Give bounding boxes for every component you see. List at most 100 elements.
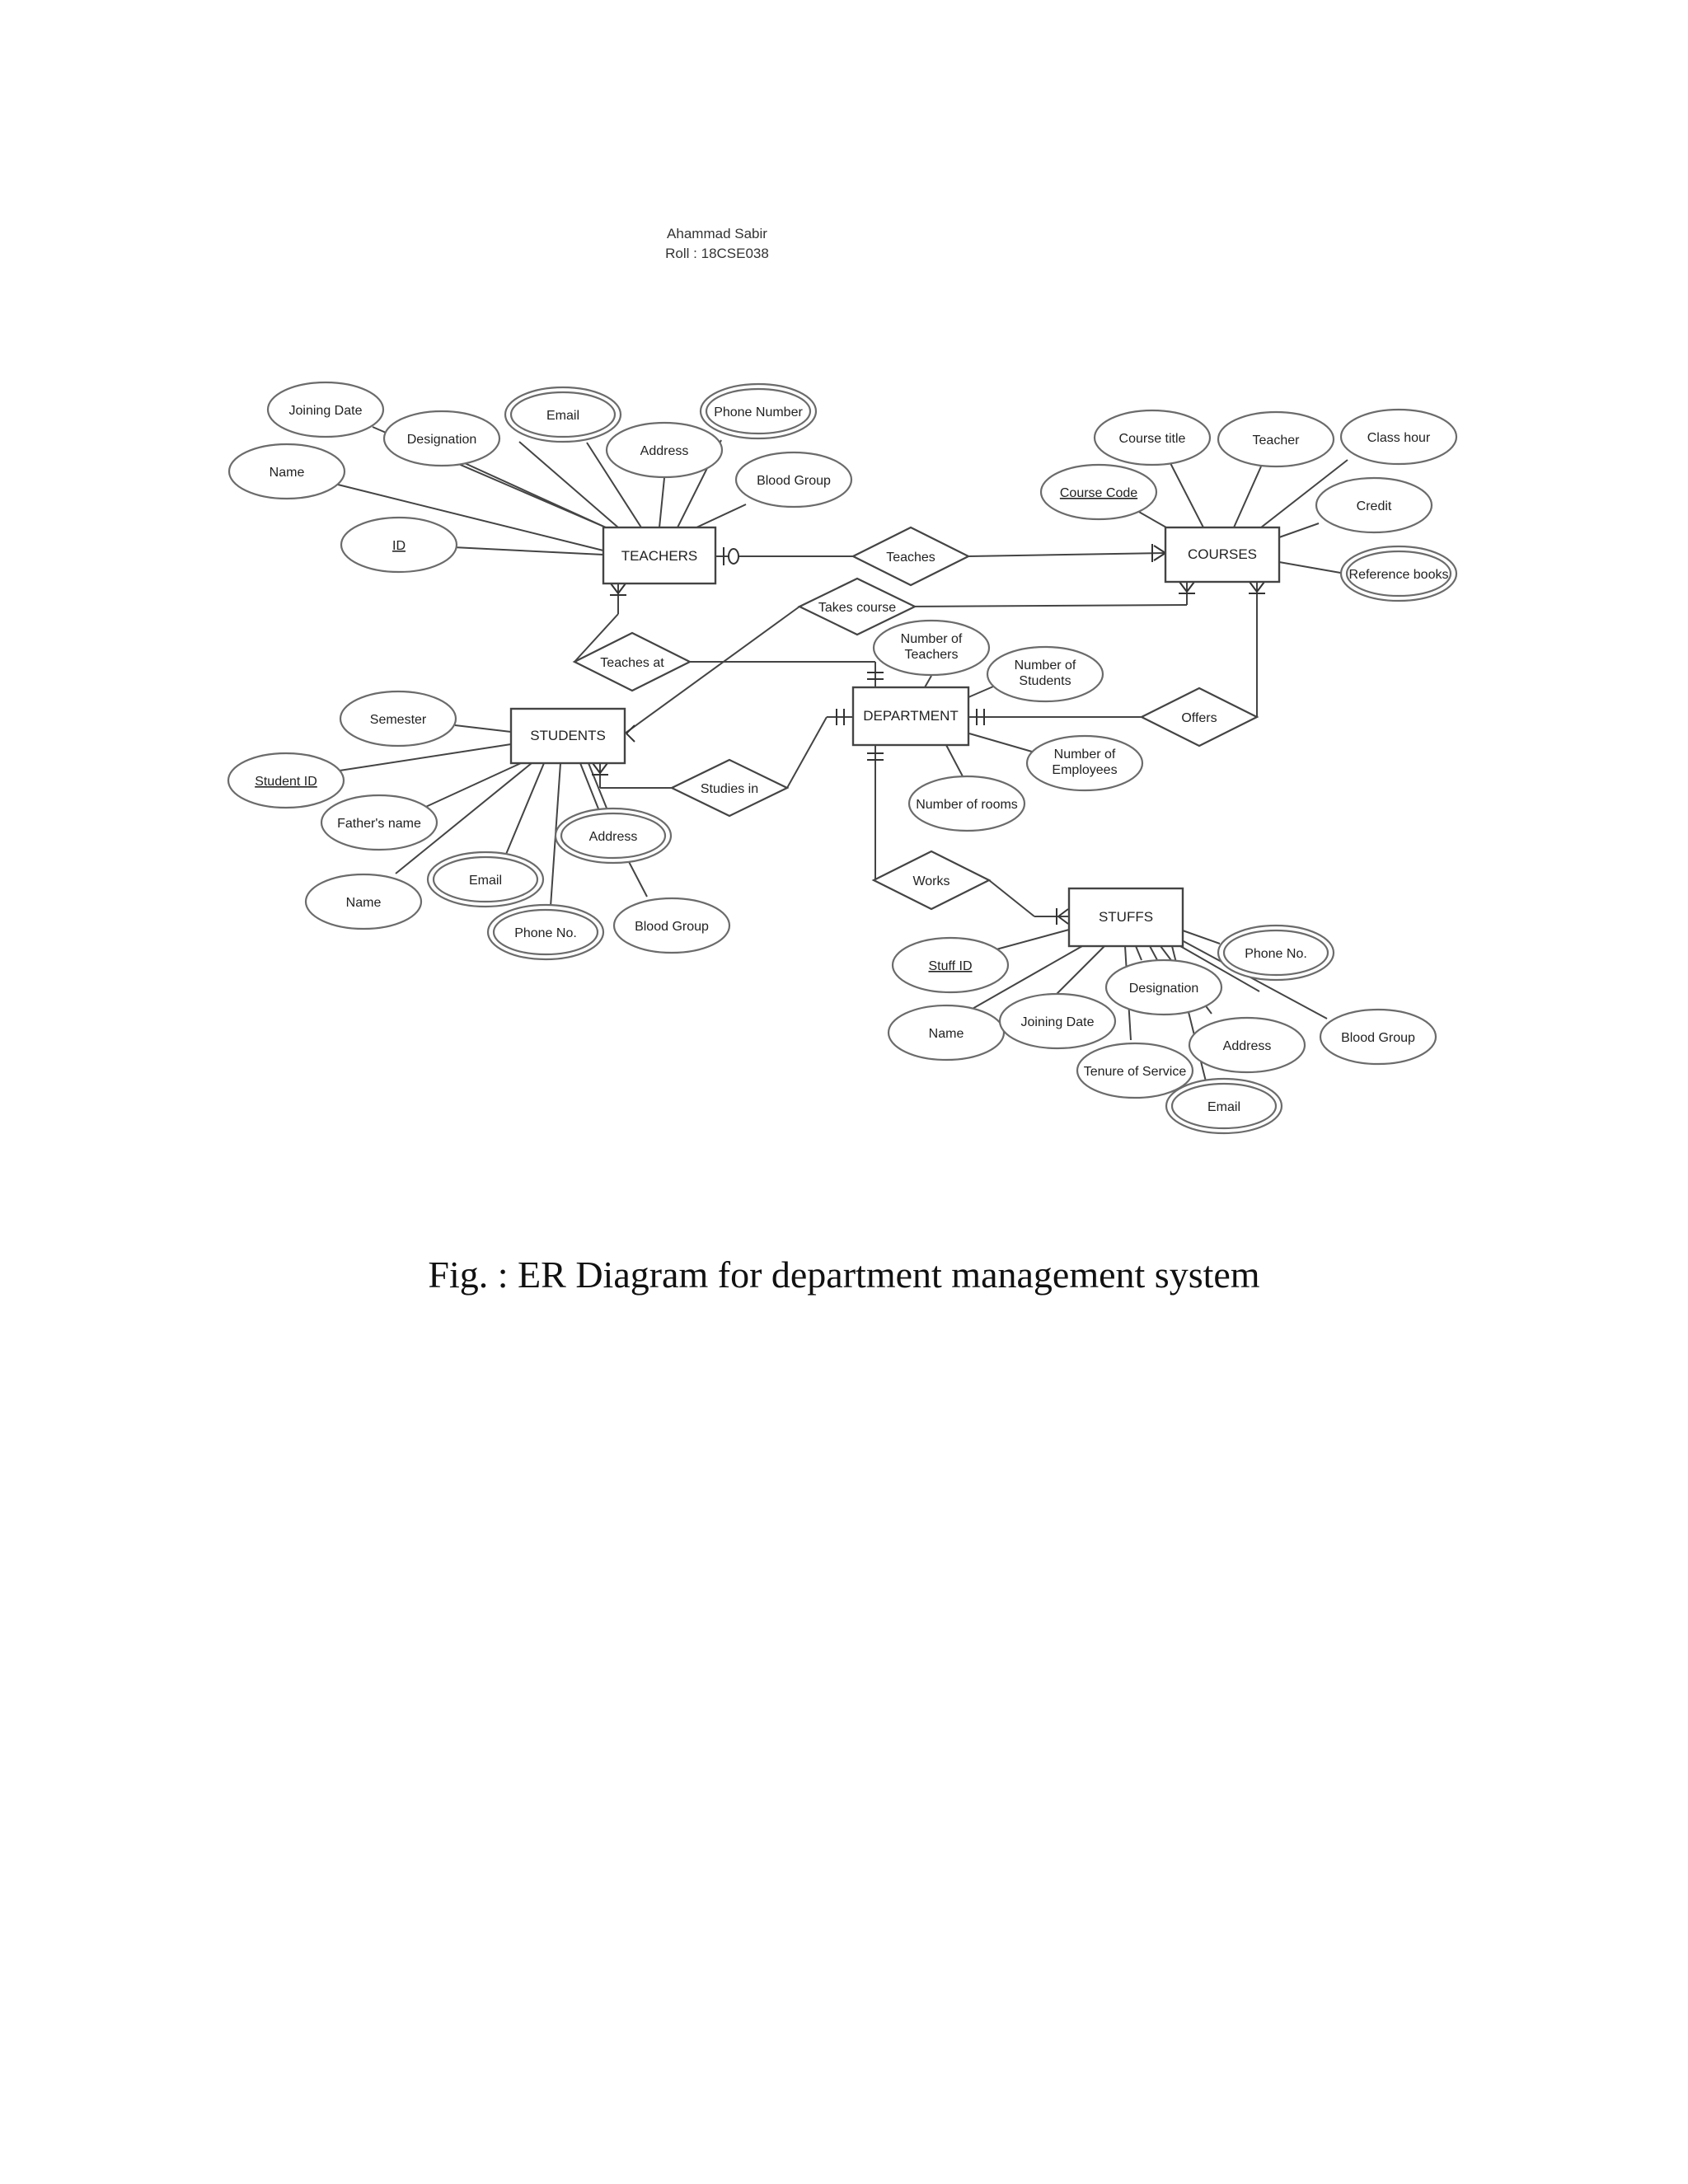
svg-text:Father's name: Father's name — [337, 817, 421, 831]
svg-text:Email: Email — [469, 874, 502, 888]
attr-stuffs-tenure-of-service: Tenure of Service — [1076, 1042, 1194, 1099]
teachers-attributes: Joining Date Designation Email Phone Num… — [227, 381, 853, 574]
attr-students-fathers-name: Father's name — [320, 794, 438, 851]
cardinality-marks — [592, 544, 1265, 925]
svg-text:STUDENTS: STUDENTS — [530, 728, 606, 743]
svg-text:Tenure of Service: Tenure of Service — [1084, 1065, 1187, 1079]
entity-courses: COURSES — [1164, 526, 1281, 583]
svg-text:Teacher: Teacher — [1253, 434, 1301, 448]
svg-text:Works: Works — [912, 874, 950, 888]
svg-text:Designation: Designation — [1129, 982, 1199, 996]
svg-text:Name: Name — [346, 896, 382, 910]
svg-text:Student ID: Student ID — [255, 775, 317, 789]
svg-text:Reference books: Reference books — [1349, 568, 1449, 582]
svg-text:TEACHERS: TEACHERS — [621, 548, 698, 564]
attr-teachers-name: Name — [227, 443, 346, 500]
attr-students-phone-no: Phone No. — [486, 903, 605, 961]
entities: TEACHERS COURSES STUDENTS DEPARTMENT STU… — [509, 526, 1281, 948]
attr-stuffs-email: Email — [1165, 1077, 1283, 1135]
svg-text:Teaches at: Teaches at — [600, 656, 664, 670]
entity-department: DEPARTMENT — [851, 686, 970, 747]
svg-text:Phone No.: Phone No. — [514, 926, 577, 940]
svg-text:ID: ID — [392, 539, 406, 553]
attr-stuffs-designation: Designation — [1104, 958, 1223, 1016]
svg-text:Email: Email — [1207, 1100, 1240, 1114]
attr-teachers-blood-group: Blood Group — [734, 451, 853, 509]
svg-text:Address: Address — [1223, 1039, 1272, 1053]
svg-text:Name: Name — [929, 1027, 964, 1041]
svg-text:Joining Date: Joining Date — [289, 404, 363, 418]
svg-text:Phone No.: Phone No. — [1245, 947, 1307, 961]
svg-text:Joining Date: Joining Date — [1021, 1015, 1095, 1029]
attr-teachers-designation: Designation — [382, 410, 501, 467]
svg-text:Blood Group: Blood Group — [757, 474, 831, 488]
author-name: Ahammad Sabir — [667, 226, 767, 241]
attr-courses-reference-books: Reference books — [1339, 545, 1458, 602]
attr-stuffs-joining-date: Joining Date — [998, 992, 1117, 1050]
svg-text:Semester: Semester — [370, 713, 427, 727]
svg-text:Takes course: Takes course — [818, 601, 896, 615]
svg-text:Email: Email — [546, 409, 579, 423]
svg-text:Offers: Offers — [1181, 711, 1217, 725]
attr-courses-class-hour: Class hour — [1339, 408, 1458, 466]
attr-students-student-id: Student ID — [227, 752, 345, 809]
svg-text:Number of rooms: Number of rooms — [916, 798, 1018, 812]
rel-works: Works — [871, 850, 992, 911]
figure-caption: Fig. : ER Diagram for department managem… — [428, 1254, 1260, 1296]
svg-text:Address: Address — [589, 830, 638, 844]
rel-teaches-at: Teaches at — [572, 631, 692, 692]
svg-text:Teaches: Teaches — [886, 551, 935, 565]
svg-text:Blood Group: Blood Group — [635, 920, 709, 934]
svg-text:Course title: Course title — [1119, 432, 1186, 446]
attr-students-name: Name — [304, 873, 423, 930]
students-attributes: Semester Student ID Father's name Addres… — [227, 690, 731, 961]
svg-text:Class hour: Class hour — [1367, 431, 1431, 445]
attr-stuffs-name: Name — [887, 1004, 1006, 1062]
attr-stuffs-phone-no: Phone No. — [1217, 924, 1335, 982]
svg-text:Name: Name — [270, 466, 305, 480]
attr-courses-course-code: Course Code — [1039, 463, 1158, 521]
attr-students-blood-group: Blood Group — [612, 897, 731, 954]
attr-students-semester: Semester — [339, 690, 457, 748]
author-block: Ahammad Sabir Roll : 18CSE038 — [577, 224, 857, 264]
attr-courses-credit: Credit — [1315, 476, 1433, 534]
svg-text:Address: Address — [640, 444, 689, 458]
courses-attributes: Course title Teacher Class hour Course C… — [1039, 408, 1458, 602]
attr-stuffs-blood-group: Blood Group — [1319, 1008, 1437, 1066]
rel-teaches: Teaches — [851, 526, 971, 587]
svg-text:COURSES: COURSES — [1188, 546, 1257, 562]
rel-takes-course: Takes course — [797, 577, 917, 636]
attr-courses-teacher: Teacher — [1217, 410, 1335, 468]
svg-text:Studies in: Studies in — [701, 782, 758, 796]
attr-students-address: Address — [554, 807, 673, 865]
svg-text:DEPARTMENT: DEPARTMENT — [863, 708, 959, 724]
svg-text:STUFFS: STUFFS — [1099, 909, 1153, 925]
attr-students-email: Email — [426, 851, 545, 908]
attr-teachers-address: Address — [605, 421, 724, 479]
author-roll: Roll : 18CSE038 — [665, 246, 769, 261]
stuffs-attributes: Stuff ID Phone No. Designation Name Join… — [887, 924, 1437, 1135]
attr-department-number-of-rooms: Number of rooms — [907, 775, 1026, 832]
entity-students: STUDENTS — [509, 707, 626, 765]
svg-text:Credit: Credit — [1357, 499, 1392, 513]
attr-teachers-id: ID — [340, 516, 458, 574]
svg-text:Course Code: Course Code — [1060, 486, 1137, 500]
attr-courses-course-title: Course title — [1093, 409, 1212, 466]
attr-teachers-email: Email — [504, 386, 622, 443]
attr-stuffs-stuff-id: Stuff ID — [891, 936, 1010, 994]
attr-teachers-joining-date: Joining Date — [266, 381, 385, 438]
attr-teachers-phone-number: Phone Number — [699, 382, 818, 440]
svg-text:Designation: Designation — [407, 433, 477, 447]
entity-teachers: TEACHERS — [602, 526, 717, 585]
entity-stuffs: STUFFS — [1067, 887, 1184, 948]
svg-text:Phone Number: Phone Number — [714, 405, 803, 419]
relationships: Teaches Takes course Teaches at Studies … — [572, 526, 1259, 911]
svg-text:Stuff ID: Stuff ID — [928, 959, 972, 973]
